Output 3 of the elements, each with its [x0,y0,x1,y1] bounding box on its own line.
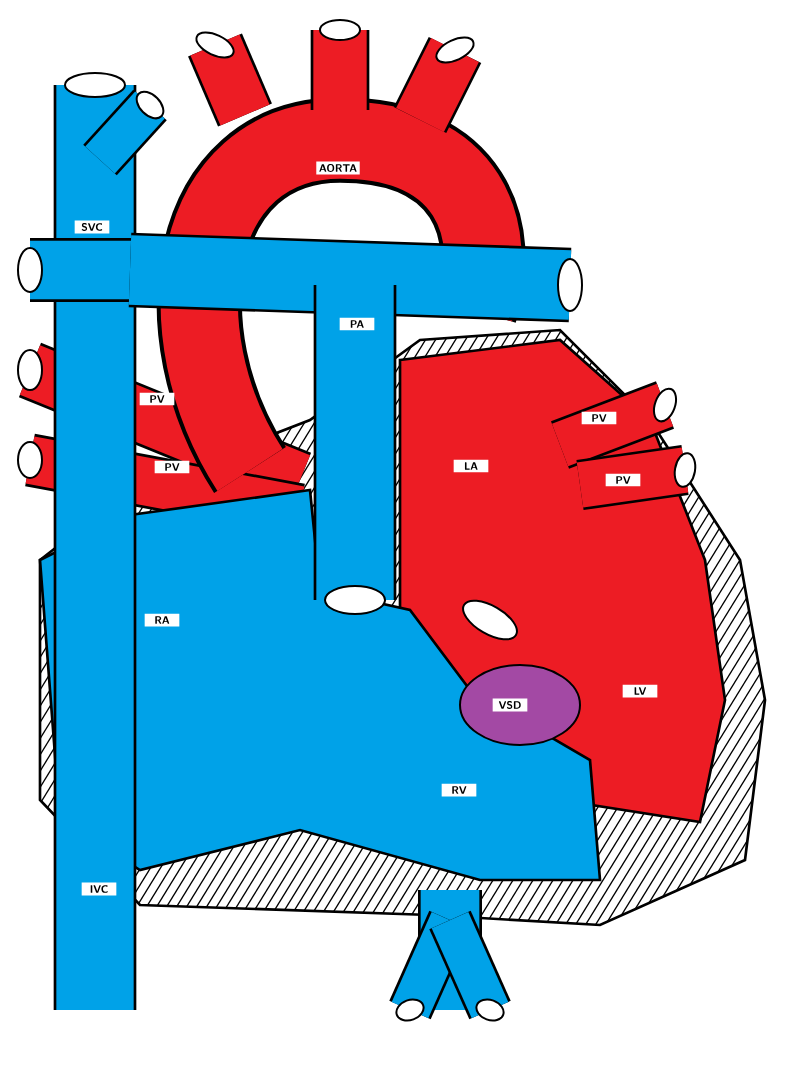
part-label: AORTA [316,161,360,175]
part-label: SVC [74,220,110,234]
part-label: VSD [492,698,528,712]
